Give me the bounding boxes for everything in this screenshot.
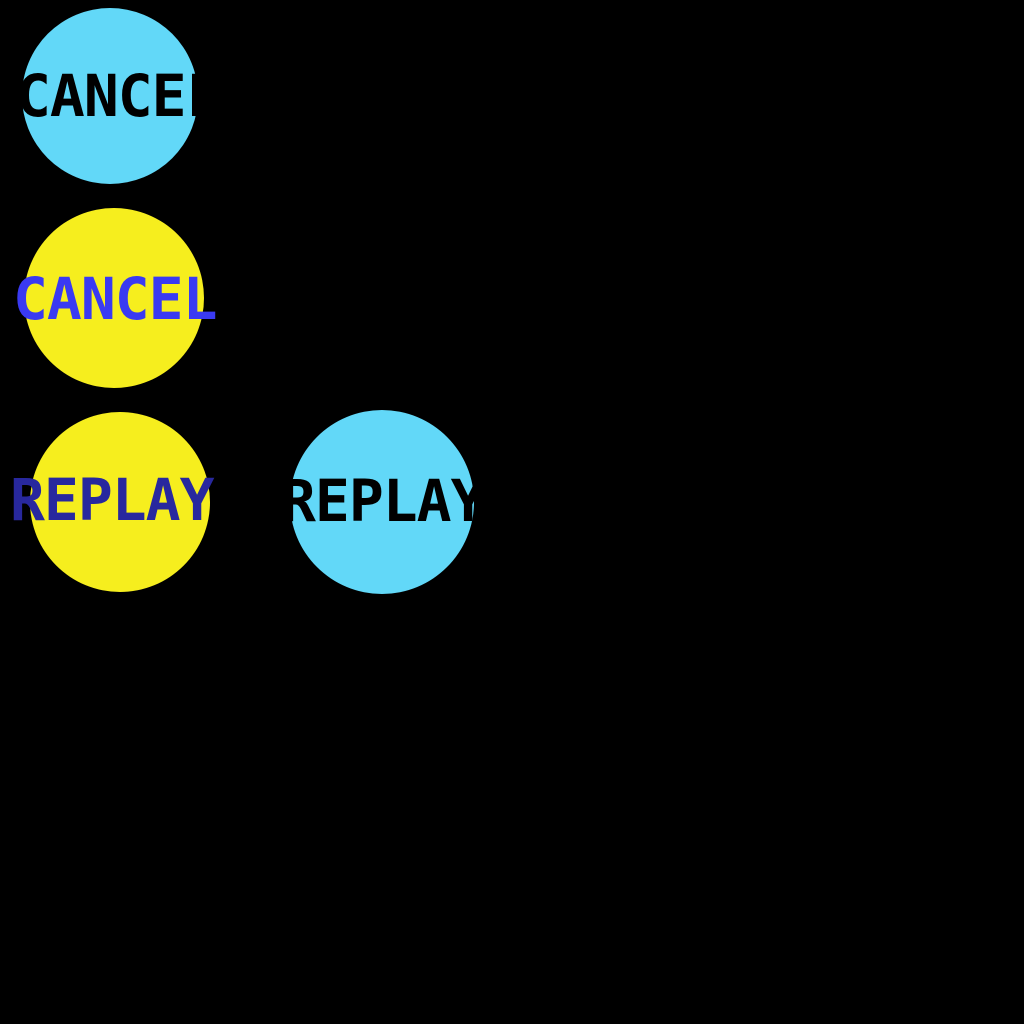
cancel-button-blue-circle — [22, 8, 198, 184]
replay-button-yellow-label: REPLAY — [10, 466, 215, 534]
cancel-button-yellow-label: CANCEL — [13, 265, 218, 333]
cancel-button-blue-label: CANCEL — [16, 62, 221, 130]
cancel-button-yellow-circle — [24, 208, 204, 388]
replay-button-blue-label: REPLAY — [281, 467, 486, 535]
replay-button-blue-circle — [290, 410, 474, 594]
replay-button-yellow-circle — [30, 412, 210, 592]
